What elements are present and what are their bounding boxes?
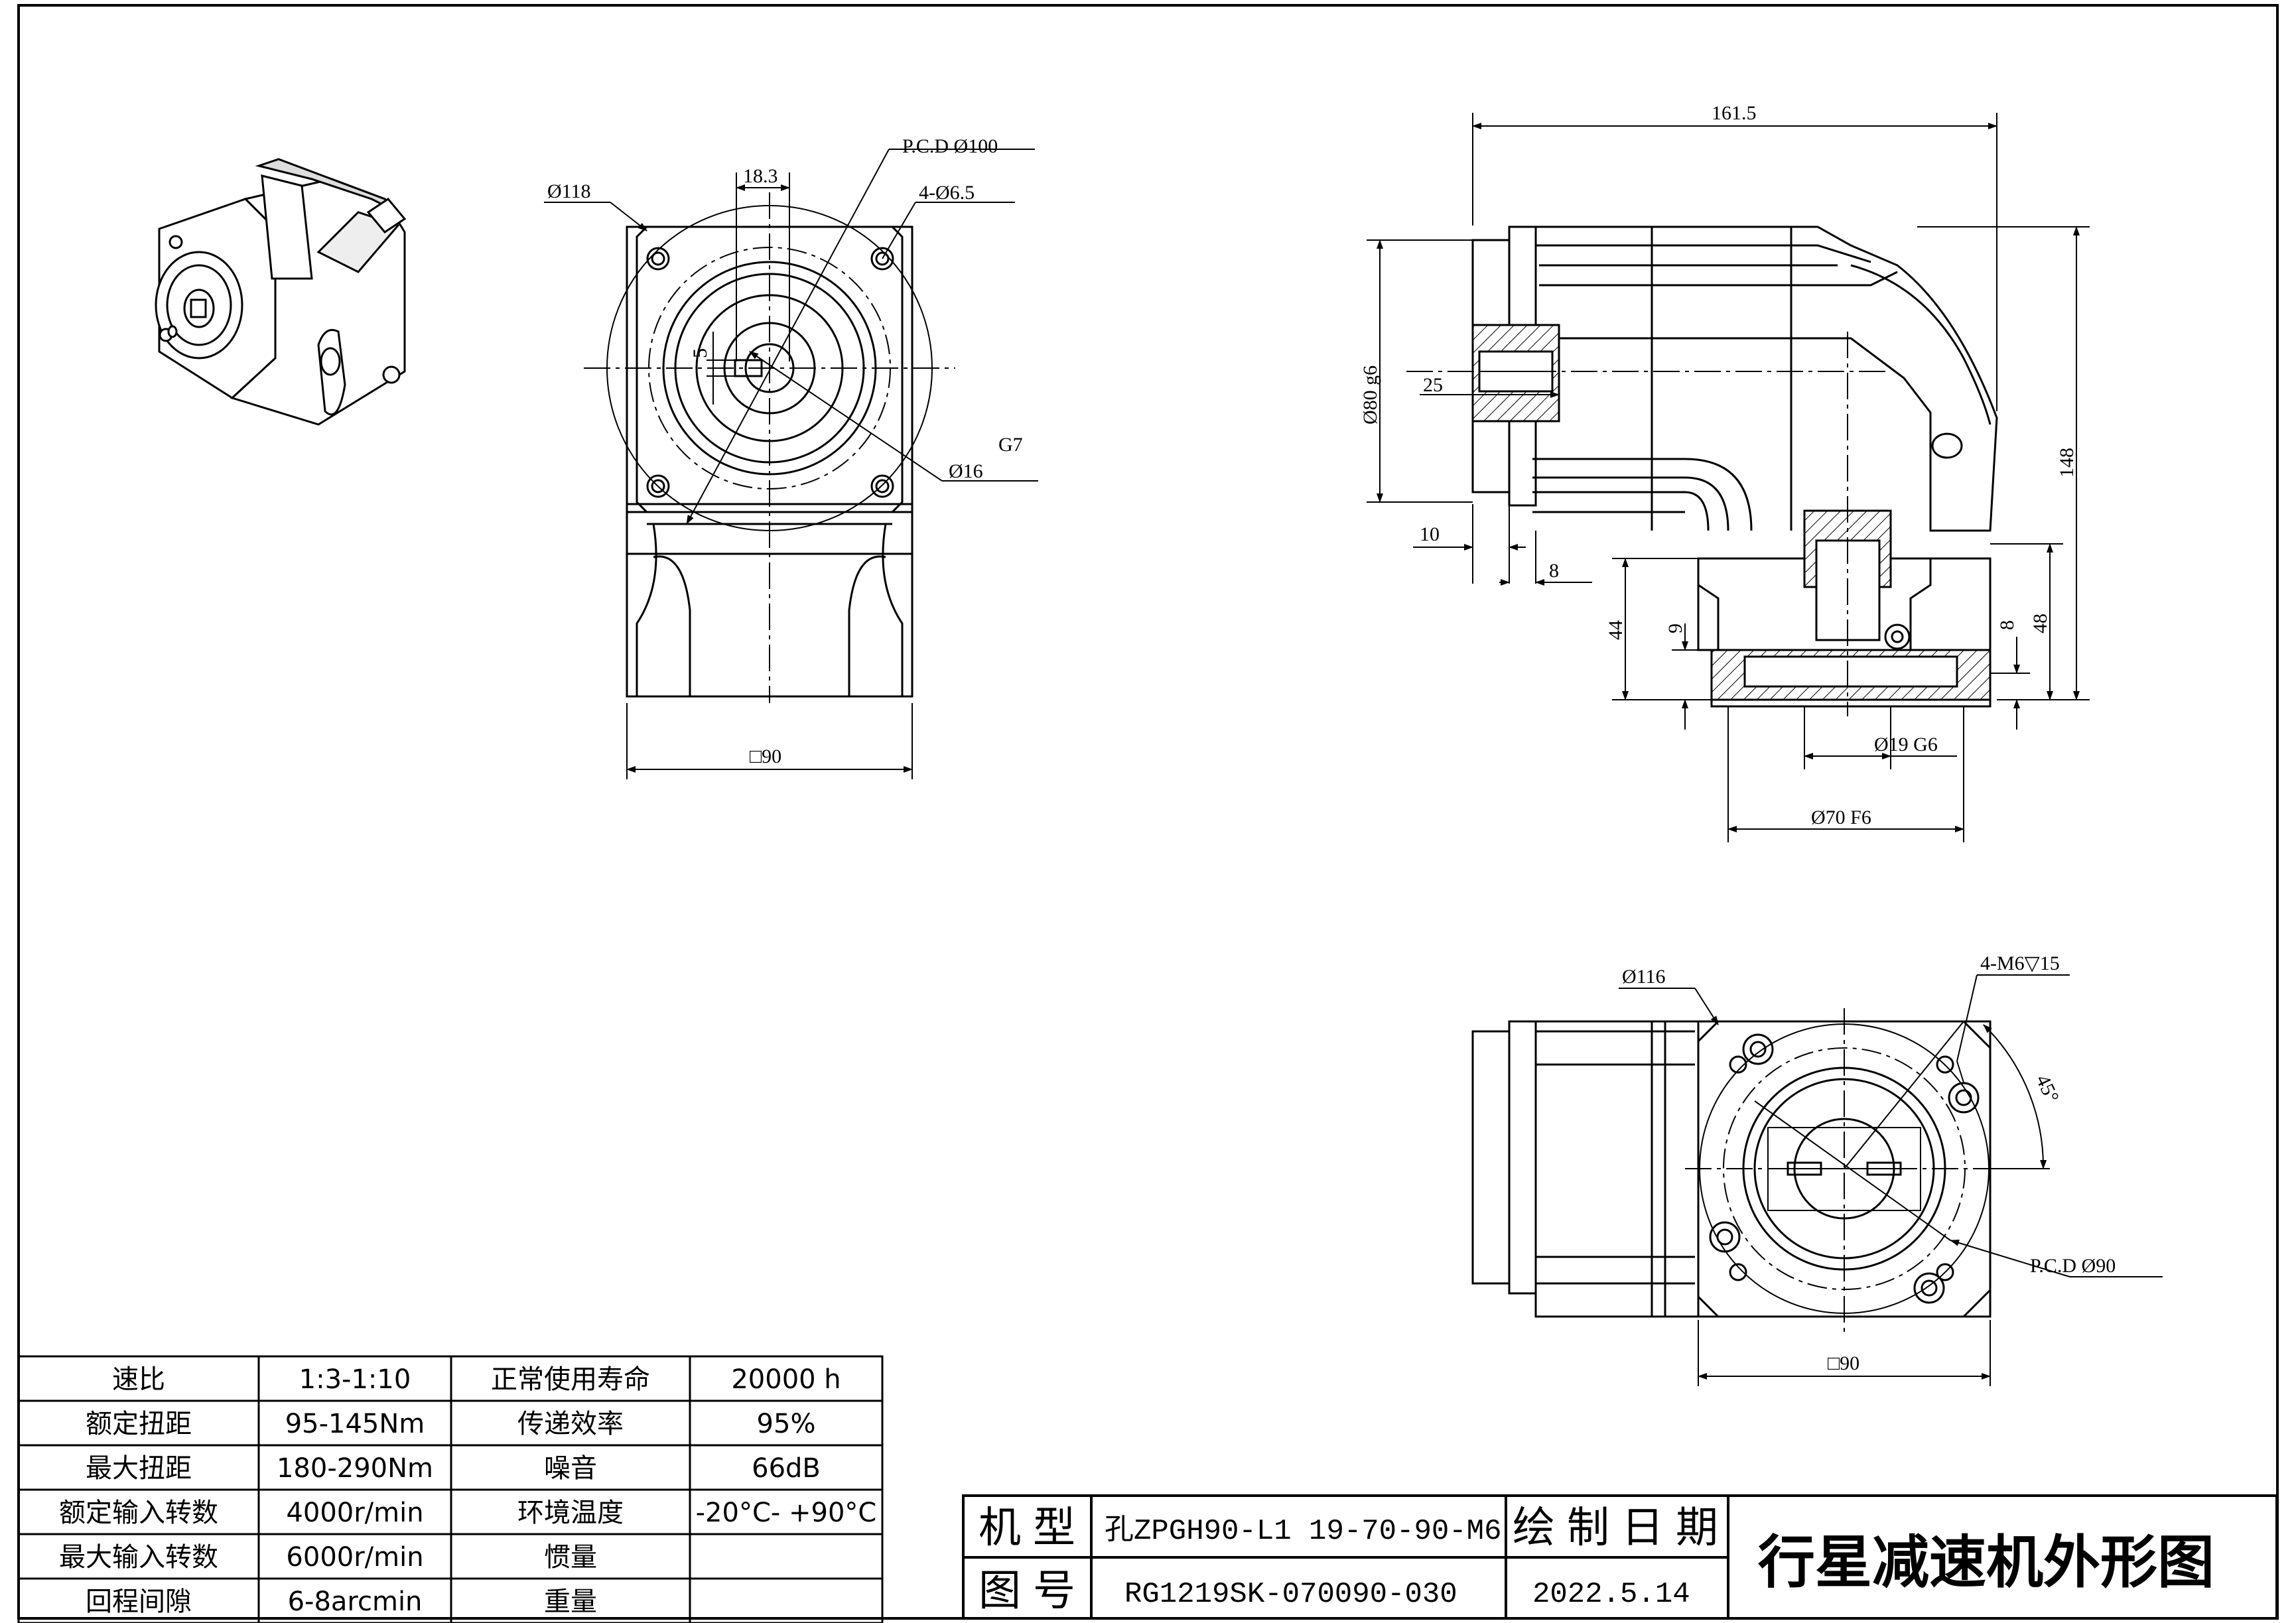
side-view: [1367, 113, 2090, 842]
front-flange-dia-label: Ø118: [547, 180, 591, 202]
spec-cell: 6000r/min: [286, 1542, 423, 1573]
side-gap-8-label: 8: [1549, 560, 1559, 582]
side-length-label: 161.5: [1712, 102, 1757, 124]
bottom-square-label: □90: [1828, 1352, 1859, 1374]
drawing-no-value: RG1219SK-070090-030: [1124, 1578, 1457, 1611]
spec-cell: 最大扭距: [86, 1453, 192, 1484]
spec-cell: 20000 h: [731, 1364, 841, 1395]
spec-cell: 重量: [544, 1587, 597, 1617]
front-bore-fit-label: G7: [998, 434, 1023, 456]
front-holes-label: 4-Ø6.5: [919, 182, 975, 204]
spec-cell: 最大输入转数: [59, 1542, 218, 1573]
spec-table: 速比 1:3-1:10 正常使用寿命 20000 h 额定扭距 95-145Nm 传递效率 9…: [17, 1355, 884, 1623]
bottom-tap-label: 4-M6▽15: [1980, 952, 2060, 974]
bottom-view-dimensions: Ø116 4-M6▽15 45° P.C.D Ø90 □90: [1622, 952, 2116, 1374]
front-pcd-label: P.C.D Ø100: [902, 135, 998, 157]
front-square-label: □90: [750, 746, 781, 767]
spec-cell: 环境温度: [517, 1498, 624, 1528]
spec-cell: 66dB: [752, 1453, 821, 1484]
title-block-text: 机型 孔ZPGH90-L1 19-70-90-M6 图号 RG1219SK-07…: [979, 1504, 2214, 1616]
title-block: [962, 1494, 2278, 1620]
spec-cell: -20°C- +90°C: [696, 1498, 877, 1528]
date-label: 绘制日期: [1513, 1504, 1730, 1553]
spec-cell: 噪音: [544, 1453, 597, 1484]
side-height-48-label: 48: [2029, 614, 2051, 633]
model-label: 机型: [979, 1504, 1087, 1553]
bottom-view: [1471, 974, 2163, 1386]
model-value: 孔ZPGH90-L1 19-70-90-M6: [1105, 1514, 1502, 1548]
front-bore-dia-label: Ø16: [949, 460, 983, 482]
date-value: 2022.5.14: [1532, 1578, 1690, 1611]
spec-cell: 1:3-1:10: [299, 1364, 411, 1395]
side-height-44-label: 44: [1605, 620, 1627, 640]
spec-cell: 95%: [757, 1409, 816, 1439]
spec-cell: 6-8arcmin: [288, 1587, 423, 1617]
side-height-8-label: 8: [1996, 620, 2018, 630]
spec-cell: 额定扭距: [86, 1409, 192, 1439]
bottom-pcd-label: P.C.D Ø90: [2030, 1255, 2116, 1277]
front-view: [544, 149, 1038, 779]
side-depth-25-label: 25: [1423, 374, 1443, 396]
spec-cell: 95-145Nm: [285, 1409, 425, 1439]
front-key-width-label: 5: [689, 348, 711, 358]
drawing-no-label: 图号: [979, 1567, 1087, 1616]
side-height-148-label: 148: [2056, 448, 2078, 478]
drawing-title: 行星减速机外形图: [1758, 1529, 2214, 1596]
spec-cell: 传递效率: [517, 1409, 624, 1439]
side-view-dimensions: 161.5 Ø80 g6 25 10 8 148 44 9 8 48 Ø19 G…: [1359, 102, 2078, 828]
spec-cell: 回程间隙: [86, 1587, 192, 1617]
spec-cell: 速比: [112, 1364, 165, 1395]
side-height-9-label: 9: [1664, 623, 1686, 633]
spec-cell: 4000r/min: [286, 1498, 423, 1528]
bottom-angle-label: 45°: [2031, 1071, 2063, 1106]
spec-cell: 额定输入转数: [59, 1498, 218, 1528]
side-gap-10-label: 10: [1420, 523, 1440, 545]
front-key-offset-label: 18.3: [743, 165, 778, 187]
bottom-flange-dia-label: Ø116: [1622, 966, 1666, 988]
isometric-view: [155, 158, 407, 426]
front-view-dimensions: P.C.D Ø100 4-Ø6.5 Ø118 18.3 5 G7 Ø16 □90: [547, 135, 1023, 767]
side-pilot-label: Ø70 F6: [1811, 807, 1871, 828]
side-spigot-label: Ø80 g6: [1359, 365, 1381, 424]
spec-cell: 惯量: [544, 1542, 597, 1573]
spec-cell: 正常使用寿命: [491, 1364, 650, 1395]
side-shaft-bore-label: Ø19 G6: [1874, 734, 1938, 755]
spec-cell: 180-290Nm: [277, 1453, 433, 1484]
